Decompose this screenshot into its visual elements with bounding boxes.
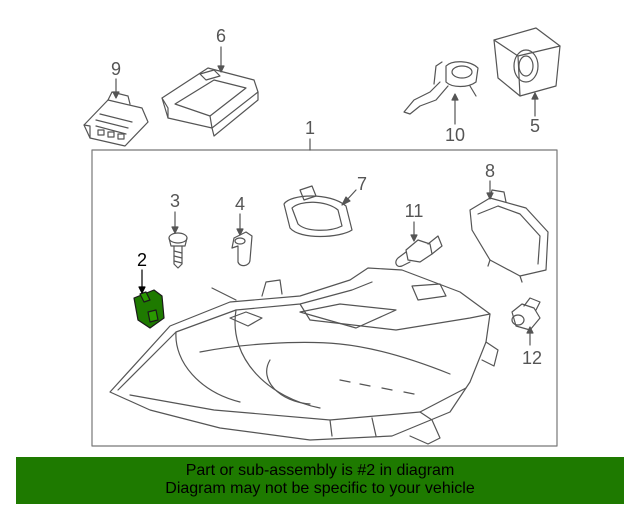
part-9-connector-module[interactable] <box>83 91 149 147</box>
callout-4: 4 <box>235 194 245 214</box>
callout-12: 12 <box>522 348 542 368</box>
callout-7: 7 <box>357 174 367 194</box>
part-4-elbow-hose[interactable] <box>231 231 253 267</box>
part-11-bulb[interactable] <box>395 235 443 267</box>
notice-line-disclaimer: Diagram may not be specific to your vehi… <box>165 480 475 497</box>
part-10-bulb[interactable] <box>403 61 479 115</box>
part-5-socket[interactable] <box>493 27 561 97</box>
callout-1: 1 <box>305 118 315 138</box>
callout-10: 10 <box>445 125 465 145</box>
callout-9: 9 <box>111 59 121 79</box>
parts-diagram: 1 2 3 4 5 6 7 8 9 10 11 12 <box>83 26 561 447</box>
callout-11: 11 <box>405 201 424 221</box>
part-3-screw[interactable] <box>168 232 188 269</box>
part-6-ballast-unit[interactable] <box>161 67 259 137</box>
diagram-notice-banner: Part or sub-assembly is #2 in diagram Di… <box>16 457 624 504</box>
callout-labels: 1 2 3 4 5 6 7 8 9 10 11 12 <box>111 26 542 368</box>
callout-8: 8 <box>485 161 495 181</box>
assembly-frame <box>91 149 558 447</box>
callout-6: 6 <box>216 26 226 46</box>
notice-line-part: Part or sub-assembly is #2 in diagram <box>185 462 455 479</box>
part-12-side-bulb[interactable] <box>511 297 541 331</box>
part-2-bracket[interactable] <box>133 289 165 329</box>
headlamp-assembly[interactable] <box>109 267 499 445</box>
part-8-rear-cover[interactable] <box>469 189 549 283</box>
callout-3: 3 <box>170 191 180 211</box>
callout-5: 5 <box>530 116 540 136</box>
callout-2: 2 <box>137 250 147 270</box>
part-7-cover-ring[interactable] <box>283 185 353 238</box>
